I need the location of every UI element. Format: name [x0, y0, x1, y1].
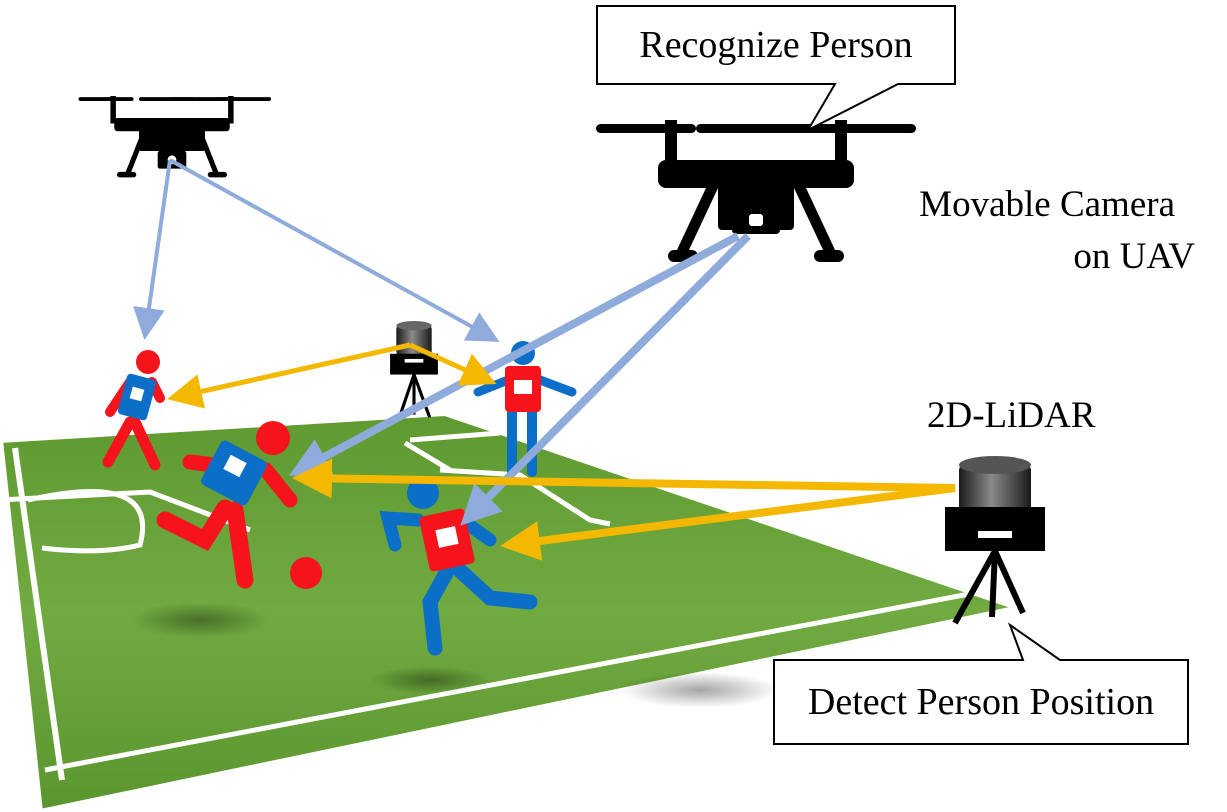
player-figure-icon [102, 350, 165, 471]
uav-drone-icon [78, 96, 271, 178]
recognize-person-label: Recognize Person [639, 24, 913, 66]
detect-callout [773, 622, 1189, 745]
lidar-sensor-icon [390, 321, 438, 418]
lidar-links [167, 342, 956, 561]
player-figure-icon [156, 421, 298, 589]
detect-person-position-label: Detect Person Position [807, 681, 1155, 723]
lidar-label: 2D-LiDAR [927, 395, 1096, 436]
ball-icon [290, 557, 322, 589]
camera-links [133, 158, 751, 526]
on-uav-label: on UAV [1073, 236, 1195, 277]
uav-drone-icon [596, 120, 916, 262]
soccer-field [0, 409, 1032, 812]
recognize-callout [596, 5, 956, 133]
movable-camera-label: Movable Camera [919, 184, 1175, 225]
player-figure-icon [379, 477, 538, 656]
lidar-sensor-icon [945, 456, 1045, 625]
